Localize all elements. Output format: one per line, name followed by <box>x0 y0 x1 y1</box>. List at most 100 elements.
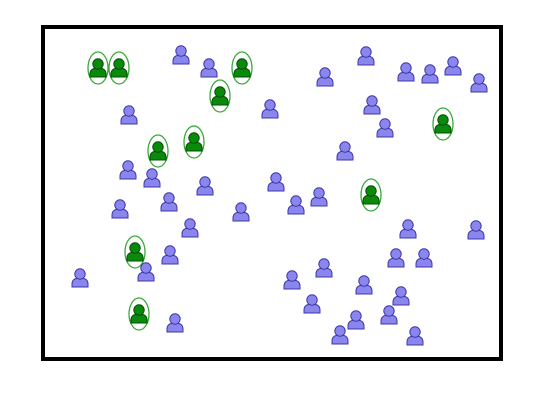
person-head <box>365 185 377 197</box>
person-head <box>92 58 104 70</box>
highlighted-person-icon <box>209 79 231 113</box>
person-head <box>395 286 407 298</box>
highlighted-person-icon <box>231 51 253 85</box>
person-icon <box>315 258 333 278</box>
person-head <box>175 45 187 57</box>
highlighted-person-icon <box>124 235 146 269</box>
person-icon <box>267 172 285 192</box>
person-head <box>437 114 449 126</box>
highlighted-person-icon <box>183 125 205 159</box>
person-icon <box>357 46 375 66</box>
person-head <box>313 187 325 199</box>
person-icon <box>467 220 485 240</box>
person-head <box>122 160 134 172</box>
person-icon <box>406 326 424 346</box>
highlight-ring <box>87 51 109 85</box>
person-head <box>140 262 152 274</box>
person-icon <box>347 310 365 330</box>
diagram-frame <box>41 25 503 361</box>
people-group <box>71 45 488 346</box>
person-icon <box>363 95 381 115</box>
person-icon <box>355 275 373 295</box>
person-head <box>146 168 158 180</box>
person-head <box>270 172 282 184</box>
person-head <box>424 64 436 76</box>
person-icon <box>310 187 328 207</box>
person-head <box>214 86 226 98</box>
person-head <box>402 219 414 231</box>
highlight-ring <box>124 235 146 269</box>
highlight-ring <box>231 51 253 85</box>
person-icon <box>376 118 394 138</box>
person-head <box>390 248 402 260</box>
person-icon <box>120 105 138 125</box>
person-head <box>235 202 247 214</box>
person-head <box>383 305 395 317</box>
highlight-ring <box>209 79 231 113</box>
person-icon <box>316 67 334 87</box>
person-head <box>318 258 330 270</box>
highlighted-person-icon <box>108 51 130 85</box>
person-icon <box>399 219 417 239</box>
person-head <box>199 176 211 188</box>
person-icon <box>392 286 410 306</box>
person-icon <box>71 268 89 288</box>
person-icon <box>137 262 155 282</box>
person-head <box>290 195 302 207</box>
highlighted-person-icon <box>87 51 109 85</box>
highlight-ring <box>360 178 382 212</box>
person-icon <box>387 248 405 268</box>
person-icon <box>119 160 137 180</box>
person-head <box>123 105 135 117</box>
highlight-ring <box>108 51 130 85</box>
highlight-ring <box>147 134 169 168</box>
person-icon <box>111 199 129 219</box>
person-head <box>113 58 125 70</box>
person-icon <box>232 202 250 222</box>
person-head <box>129 242 141 254</box>
person-head <box>184 218 196 230</box>
person-head <box>169 313 181 325</box>
person-head <box>339 141 351 153</box>
person-head <box>164 245 176 257</box>
highlighted-person-icon <box>360 178 382 212</box>
person-icon <box>421 64 439 84</box>
person-head <box>360 46 372 58</box>
highlighted-person-icon <box>147 134 169 168</box>
person-head <box>473 73 485 85</box>
person-head <box>163 192 175 204</box>
person-head <box>306 294 318 306</box>
person-head <box>133 304 145 316</box>
person-icon <box>336 141 354 161</box>
person-icon <box>160 192 178 212</box>
highlight-ring <box>432 107 454 141</box>
person-head <box>418 248 430 260</box>
person-head <box>334 325 346 337</box>
person-icon <box>172 45 190 65</box>
person-head <box>264 99 276 111</box>
person-head <box>74 268 86 280</box>
person-head <box>358 275 370 287</box>
person-head <box>350 310 362 322</box>
person-head <box>470 220 482 232</box>
person-icon <box>444 56 462 76</box>
person-icon <box>380 305 398 325</box>
person-icon <box>415 248 433 268</box>
person-icon <box>200 58 218 78</box>
person-icon <box>261 99 279 119</box>
person-head <box>366 95 378 107</box>
person-icon <box>470 73 488 93</box>
person-icon <box>283 270 301 290</box>
person-head <box>409 326 421 338</box>
person-icon <box>303 294 321 314</box>
person-head <box>447 56 459 68</box>
person-head <box>203 58 215 70</box>
person-icon <box>331 325 349 345</box>
person-icon <box>196 176 214 196</box>
highlight-ring <box>128 297 150 331</box>
highlighted-person-icon <box>432 107 454 141</box>
person-icon <box>161 245 179 265</box>
person-head <box>152 141 164 153</box>
person-icon <box>143 168 161 188</box>
